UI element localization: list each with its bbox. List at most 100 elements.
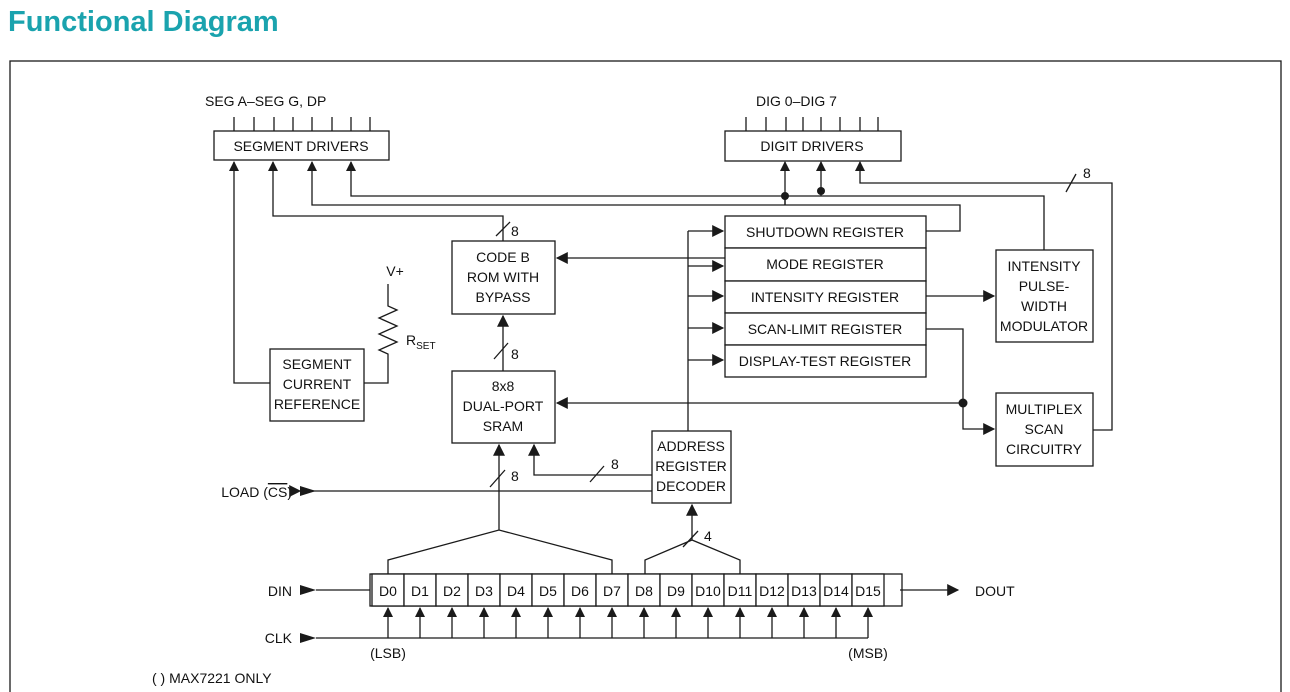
dout-pin-label: DOUT — [975, 583, 1015, 599]
vplus-label: V+ — [386, 263, 404, 279]
shutdown-register-label: SHUTDOWN REGISTER — [746, 224, 904, 240]
segment-drivers-label: SEGMENT DRIVERS — [233, 138, 368, 154]
footnote: ( ) MAX7221 ONLY — [152, 670, 272, 686]
shift-register-cell — [403, 573, 437, 607]
code-b-rom-line-1: CODE B — [476, 249, 530, 265]
shift-register-bit-label: D8 — [635, 583, 653, 599]
shift-register-cell — [563, 573, 597, 607]
clk-pin-label: CLK — [265, 630, 293, 646]
shift-register-cell — [435, 573, 469, 607]
segment-pins-label: SEG A–SEG G, DP — [205, 93, 326, 109]
shift-register-bit-label: D4 — [507, 583, 525, 599]
segment-current-reference-line-3: REFERENCE — [274, 396, 360, 412]
sram-line-2: DUAL-PORT — [463, 398, 544, 414]
rom-to-segment-drivers — [268, 161, 504, 241]
sram-line-1: 8x8 — [492, 378, 515, 394]
bus-slash-decoder-in — [682, 530, 699, 548]
shift-register-bit-label: D1 — [411, 583, 429, 599]
bus-d8-d11-to-decoder — [644, 505, 741, 577]
digit-pin-ticks — [745, 117, 879, 131]
bus-slash-decoder-sram — [589, 465, 605, 483]
code-b-rom-block — [451, 240, 556, 315]
pwm-to-drivers — [346, 161, 1045, 250]
shift-register-bit-label: D7 — [603, 583, 621, 599]
shift-register-cell — [595, 573, 629, 607]
load-input-arrow — [300, 486, 316, 496]
intensity-pwm-line-3: WIDTH — [1021, 298, 1067, 314]
multiplex-scan-line-1: MULTIPLEX — [1006, 401, 1083, 417]
shift-register-cell — [691, 573, 725, 607]
cs-overbar-text: CS — [268, 484, 287, 500]
intensity-pwm-line-4: MODULATOR — [1000, 318, 1088, 334]
shift-register-cell — [787, 573, 821, 607]
junction-pwm — [817, 187, 825, 195]
bus-slash-sram-in — [489, 469, 506, 488]
register-stack: SHUTDOWN REGISTER MODE REGISTER INTENSIT… — [724, 215, 927, 378]
clk-taps — [383, 607, 873, 638]
junction-scan — [958, 398, 968, 408]
intensity-pwm-line-1: INTENSITY — [1007, 258, 1081, 274]
shift-register-bit-label: D9 — [667, 583, 685, 599]
shift-register-bit-label: D3 — [475, 583, 493, 599]
sram-line-3: SRAM — [483, 418, 523, 434]
shift-register-cell — [723, 573, 757, 607]
code-b-rom-line-3: BYPASS — [476, 289, 531, 305]
scanlimit-to-multiplex — [926, 328, 996, 435]
segment-drivers-block — [213, 130, 390, 161]
shutdown-to-drivers — [307, 161, 961, 232]
address-decoder-line-2: REGISTER — [655, 458, 727, 474]
din-pin-label: DIN — [268, 583, 292, 599]
display-test-register-label: DISPLAY-TEST REGISTER — [739, 353, 911, 369]
code-b-rom-line-2: ROM WITH — [467, 269, 539, 285]
shift-register-bit-label: D6 — [571, 583, 589, 599]
bus-width-to-decoder: 4 — [704, 528, 712, 544]
shift-register-bit-label: D14 — [823, 583, 849, 599]
shift-register-cell — [499, 573, 533, 607]
mode-register-label: MODE REGISTER — [766, 256, 883, 272]
shift-register-bit-label: D0 — [379, 583, 397, 599]
bus-slash-rom-in — [495, 221, 511, 237]
shift-register-bit-label: D15 — [855, 583, 881, 599]
lsb-label: (LSB) — [370, 645, 406, 661]
segref-to-segment-drivers — [229, 161, 270, 384]
shift-register-cell — [467, 573, 501, 607]
address-decoder-line-1: ADDRESS — [657, 438, 725, 454]
shift-register-bit-label: D11 — [728, 583, 753, 599]
msb-label: (MSB) — [848, 645, 888, 661]
intensity-pwm-block — [995, 249, 1094, 343]
digit-drivers-label: DIGIT DRIVERS — [760, 138, 863, 154]
multiplex-scan-line-3: CIRCUITRY — [1006, 441, 1083, 457]
intensity-pwm-line-2: PULSE- — [1019, 278, 1070, 294]
digit-pins-label: DIG 0–DIG 7 — [756, 93, 837, 109]
diagram-frame — [9, 60, 1282, 692]
shift-register-cell — [371, 573, 405, 607]
segment-current-reference-line-2: CURRENT — [283, 376, 352, 392]
din-input-arrow — [300, 585, 316, 595]
bus-d0-d7-to-sram — [387, 445, 613, 577]
shift-register-bit-label: D5 — [539, 583, 557, 599]
clk-input-arrow — [300, 633, 316, 643]
mode-register — [724, 247, 927, 282]
multiplex-scan-block — [995, 392, 1094, 467]
bus-width-sram-in: 8 — [511, 468, 519, 484]
shift-register-bit-label: D2 — [443, 583, 461, 599]
address-decoder-line-3: DECODER — [656, 478, 726, 494]
bus-width-sram-to-rom: 8 — [511, 346, 519, 362]
shift-register-bit-label: D10 — [695, 583, 721, 599]
shutdown-register — [724, 215, 927, 249]
scan-limit-register-label: SCAN-LIMIT REGISTER — [748, 321, 903, 337]
scan-limit-register — [724, 312, 927, 346]
shift-register-bit-label: D13 — [791, 583, 817, 599]
shift-register: D0 D1 D2 D3 D4 D5 D6 D7 D8 D9 D10 D11 D12 D13 D14 D15 — [369, 573, 903, 607]
load-pin-label: LOAD (CS) — [221, 484, 292, 500]
segment-pin-ticks — [233, 117, 371, 131]
page-title: Functional Diagram — [8, 6, 279, 38]
shift-register-bit-label: D12 — [759, 583, 785, 599]
intensity-register — [724, 280, 927, 314]
scan-to-digit-drivers — [855, 161, 1113, 431]
decoder-to-sram — [528, 443, 652, 476]
bus-slash-sram-rom — [493, 342, 509, 360]
bus-width-rom-in: 8 — [511, 223, 519, 239]
shift-register-cell — [851, 573, 885, 607]
